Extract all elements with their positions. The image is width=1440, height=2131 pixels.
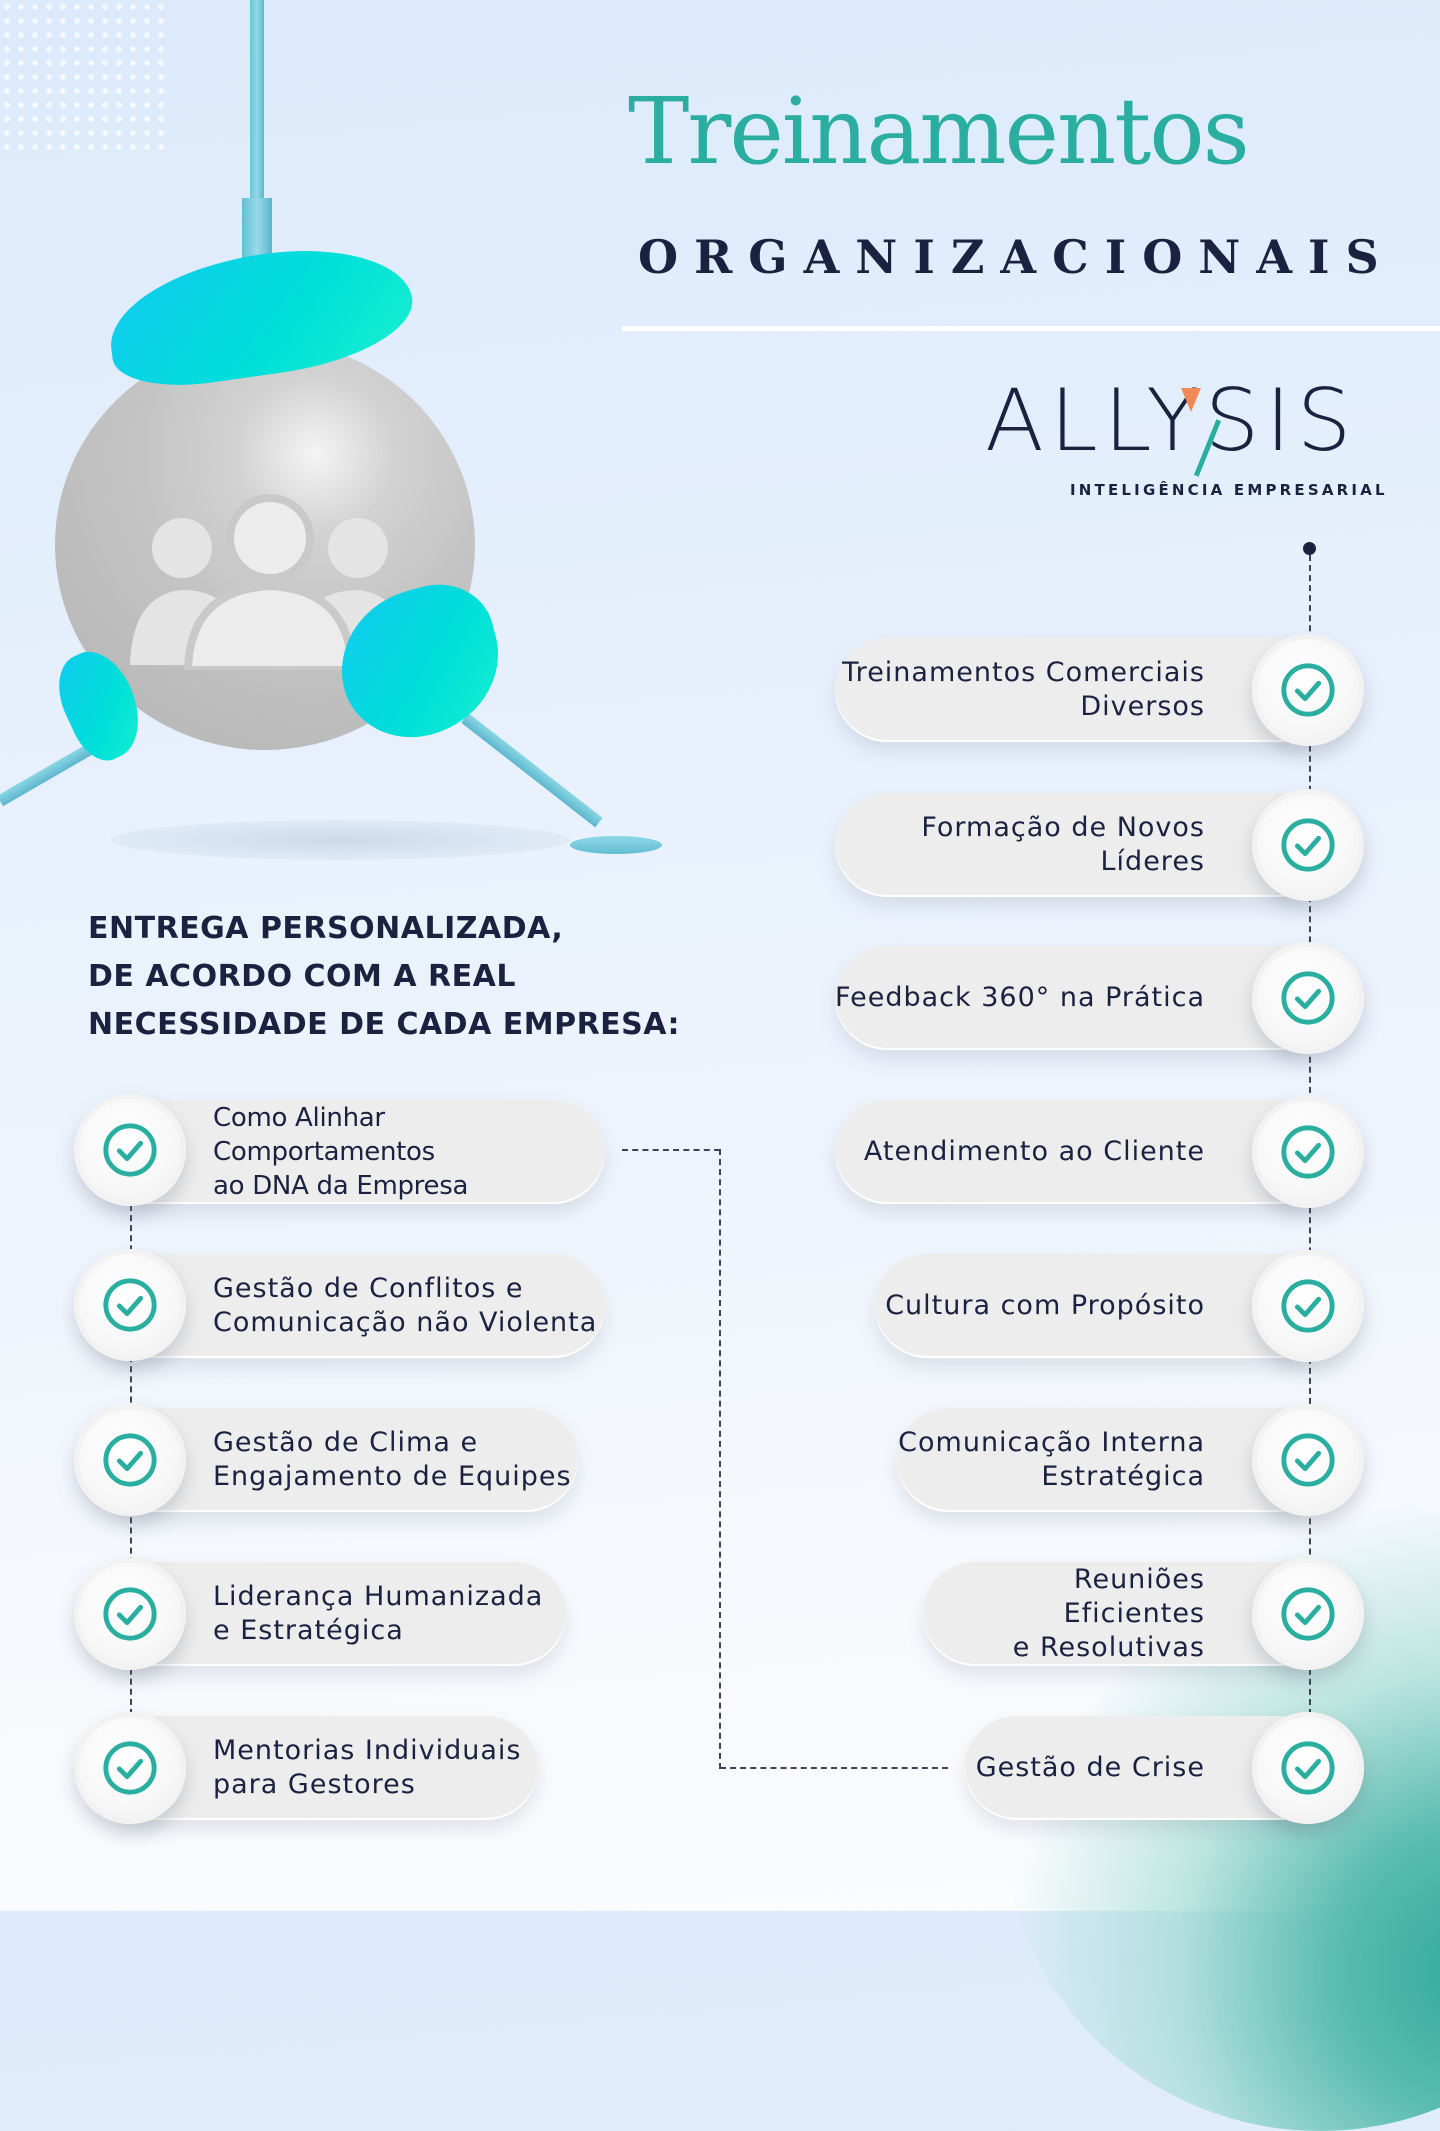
allysis-logo: ALLYSIS INTELIGÊNCIA EMPRESARIAL — [985, 371, 1385, 499]
check-circle-icon — [1252, 1404, 1364, 1516]
connector-vertical — [719, 1149, 721, 1769]
check-circle-icon — [1252, 789, 1364, 901]
check-circle-icon — [74, 1404, 186, 1516]
intro-heading: ENTREGA PERSONALIZADA, DE ACORDO COM A R… — [88, 905, 680, 1049]
check-circle-icon — [74, 1558, 186, 1670]
right-leg — [461, 713, 603, 828]
right-leg-foot — [570, 836, 662, 854]
people-group-icon — [130, 494, 410, 670]
logo-tagline: INTELIGÊNCIA EMPRESARIAL — [1070, 481, 1388, 499]
check-circle-icon — [1252, 1558, 1364, 1670]
check-circle-icon — [74, 1712, 186, 1824]
hero-illustration — [0, 0, 700, 880]
check-circle-icon — [74, 1249, 186, 1361]
decorative-dot-grid — [0, 0, 170, 150]
list-item: Formação de Novos Líderes — [835, 793, 1330, 897]
header-divider — [622, 326, 1440, 331]
check-circle-icon — [1252, 1096, 1364, 1208]
check-circle-icon — [74, 1094, 186, 1206]
list-item: Atendimento ao Cliente — [835, 1100, 1330, 1204]
connector-bottom-horizontal — [720, 1767, 948, 1769]
intro-line-1: ENTREGA PERSONALIZADA, — [88, 911, 564, 946]
intro-line-3: NECESSIDADE DE CADA EMPRESA: — [88, 1007, 681, 1042]
floor-shadow — [110, 820, 570, 860]
item-label: Formação de Novos Líderes — [921, 812, 1205, 877]
page-title: Treinamentos — [628, 78, 1250, 185]
intro-line-2: DE ACORDO COM A REAL — [88, 959, 516, 994]
logo-wordmark: ALLYSIS — [985, 371, 1358, 471]
hanging-pole — [250, 0, 264, 200]
item-label: Feedback 360° na Prática — [835, 982, 1205, 1013]
page-subtitle: ORGANIZACIONAIS — [638, 230, 1395, 284]
item-label: Cultura com Propósito — [885, 1290, 1205, 1321]
check-circle-icon — [1252, 634, 1364, 746]
item-label: Atendimento ao Cliente — [863, 1136, 1205, 1167]
check-circle-icon — [1252, 942, 1364, 1054]
logo-orange-accent — [1181, 388, 1201, 412]
pole-connector — [242, 198, 272, 260]
check-circle-icon — [1252, 1712, 1364, 1824]
connector-top-horizontal — [622, 1149, 720, 1151]
item-label: Gestão de Crise — [975, 1752, 1205, 1783]
check-circle-icon — [1252, 1250, 1364, 1362]
timeline-start-dot — [1303, 542, 1316, 555]
list-item: Feedback 360° na Prática — [835, 946, 1330, 1050]
